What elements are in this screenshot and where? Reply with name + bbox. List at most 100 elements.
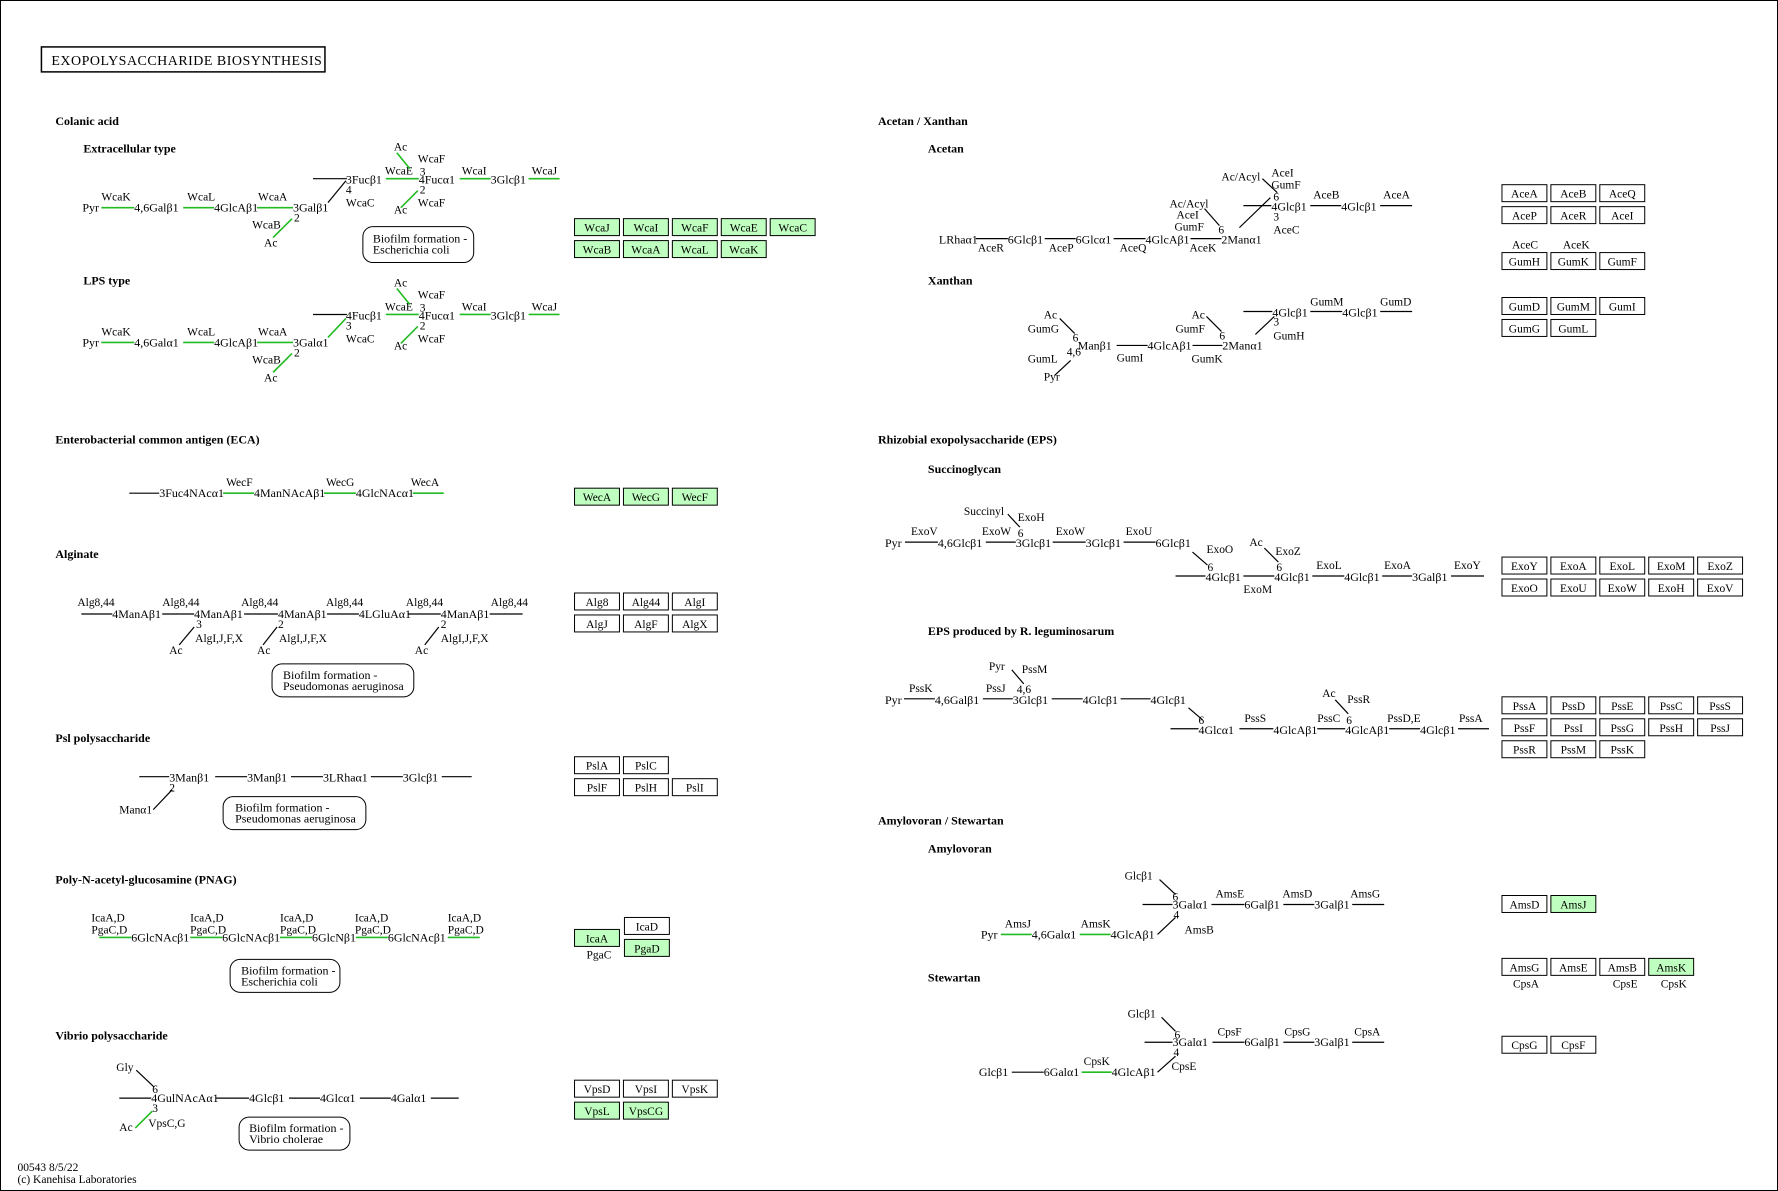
gene-box[interactable] [1599, 252, 1646, 271]
gene-box[interactable] [622, 1079, 669, 1098]
gene-box[interactable] [1550, 206, 1597, 225]
gene-box[interactable] [1501, 1035, 1548, 1054]
gene-amse[interactable]: AmsE [1550, 957, 1597, 976]
gene-box[interactable] [574, 1079, 620, 1098]
gene-box[interactable] [671, 1079, 718, 1098]
gene-pssf[interactable]: PssF [1501, 718, 1548, 737]
gene-box[interactable] [1550, 556, 1597, 575]
gene-psss[interactable]: PssS [1697, 696, 1744, 715]
gene-vpscg[interactable]: VpsCG [622, 1101, 669, 1120]
gene-box[interactable] [1501, 696, 1548, 715]
gene-box[interactable] [1599, 740, 1646, 759]
gene-box[interactable] [1550, 696, 1597, 715]
gene-box[interactable] [1501, 252, 1548, 271]
gene-acei[interactable]: AceI [1599, 206, 1646, 225]
gene-box[interactable] [1599, 297, 1646, 315]
gene-box[interactable] [622, 778, 669, 797]
gene-box[interactable] [574, 592, 620, 611]
gene-weca[interactable]: WecA [574, 487, 620, 506]
gene-box[interactable] [720, 218, 767, 237]
gene-vpsk[interactable]: VpsK [671, 1079, 718, 1098]
gene-acea[interactable]: AceA [1501, 184, 1548, 203]
gene-box[interactable] [1599, 206, 1646, 225]
gene-box[interactable] [1550, 297, 1597, 315]
gene-wcak[interactable]: WcaK [720, 240, 767, 259]
biofilm-link-pnag[interactable]: Biofilm formation - Escherichia coli [229, 958, 341, 993]
gene-cpsf[interactable]: CpsF [1550, 1035, 1597, 1054]
gene-algj[interactable]: AlgJ [574, 614, 620, 633]
gene-amsj[interactable]: AmsJ [1550, 894, 1597, 913]
gene-pssj[interactable]: PssJ [1697, 718, 1744, 737]
gene-exom[interactable]: ExoM [1648, 556, 1695, 575]
gene-amsg[interactable]: AmsG [1501, 957, 1548, 976]
gene-alg44[interactable]: Alg44 [622, 592, 669, 611]
gene-wecf[interactable]: WecF [671, 487, 718, 506]
gene-box[interactable] [622, 218, 669, 237]
biofilm-box[interactable] [222, 796, 367, 831]
gene-icaa[interactable]: IcaA [574, 928, 620, 947]
gene-wcai[interactable]: WcaI [622, 218, 669, 237]
gene-wcae[interactable]: WcaE [720, 218, 767, 237]
gene-exoh[interactable]: ExoH [1648, 578, 1695, 597]
gene-box[interactable] [1550, 1035, 1597, 1054]
gene-box[interactable] [671, 592, 718, 611]
gene-box[interactable] [1599, 718, 1646, 737]
gene-pssk[interactable]: PssK [1599, 740, 1646, 759]
gene-wcaj[interactable]: WcaJ [574, 218, 620, 237]
gene-box[interactable] [671, 614, 718, 633]
gene-gumh[interactable]: GumH [1501, 252, 1548, 271]
gene-box[interactable] [1599, 696, 1646, 715]
gene-amsb[interactable]: AmsB [1599, 957, 1646, 976]
gene-vpsi[interactable]: VpsI [622, 1079, 669, 1098]
biofilm-box[interactable] [271, 663, 415, 698]
gene-exou[interactable]: ExoU [1550, 578, 1597, 597]
gene-box[interactable] [1648, 957, 1695, 976]
biofilm-link-vib[interactable]: Biofilm formation - Vibrio cholerae [238, 1116, 351, 1151]
gene-box[interactable] [1550, 252, 1597, 271]
gene-exoo[interactable]: ExoO [1501, 578, 1548, 597]
gene-box[interactable] [1697, 696, 1744, 715]
gene-box[interactable] [1501, 556, 1548, 575]
gene-pssh[interactable]: PssH [1648, 718, 1695, 737]
gene-pslc[interactable]: PslC [622, 756, 669, 775]
gene-pssr[interactable]: PssR [1501, 740, 1548, 759]
biofilm-box[interactable] [362, 226, 475, 264]
gene-wcaa[interactable]: WcaA [622, 240, 669, 259]
gene-box[interactable] [1501, 297, 1548, 315]
gene-box[interactable] [622, 614, 669, 633]
gene-acep[interactable]: AceP [1501, 206, 1548, 225]
gene-box[interactable] [1501, 318, 1548, 337]
gene-exoy[interactable]: ExoY [1501, 556, 1548, 575]
gene-vpsl[interactable]: VpsL [574, 1101, 620, 1120]
gene-pslh[interactable]: PslH [622, 778, 669, 797]
gene-pssi[interactable]: PssI [1550, 718, 1597, 737]
gene-box[interactable] [769, 218, 816, 237]
gene-gumd[interactable]: GumD [1501, 297, 1548, 315]
gene-box[interactable] [574, 240, 620, 259]
gene-wcaf[interactable]: WcaF [671, 218, 718, 237]
gene-box[interactable] [1550, 957, 1597, 976]
gene-box[interactable] [1648, 578, 1695, 597]
gene-box[interactable] [1501, 957, 1548, 976]
gene-box[interactable] [1697, 718, 1744, 737]
gene-box[interactable] [1697, 556, 1744, 575]
gene-exov[interactable]: ExoV [1697, 578, 1744, 597]
gene-exoz[interactable]: ExoZ [1697, 556, 1744, 575]
gene-box[interactable] [574, 487, 620, 506]
gene-box[interactable] [1501, 740, 1548, 759]
gene-box[interactable] [1648, 556, 1695, 575]
gene-gumg[interactable]: GumG [1501, 318, 1548, 337]
gene-box[interactable] [574, 614, 620, 633]
gene-box[interactable] [671, 218, 718, 237]
gene-box[interactable] [1599, 556, 1646, 575]
gene-pssm[interactable]: PssM [1550, 740, 1597, 759]
gene-box[interactable] [574, 928, 620, 947]
gene-box[interactable] [1648, 696, 1695, 715]
gene-amsk[interactable]: AmsK [1648, 957, 1695, 976]
gene-exoa[interactable]: ExoA [1550, 556, 1597, 575]
biofilm-box[interactable] [229, 958, 341, 993]
gene-box[interactable] [1501, 184, 1548, 203]
gene-box[interactable] [1501, 894, 1548, 913]
gene-box[interactable] [1550, 894, 1597, 913]
gene-guml[interactable]: GumL [1550, 318, 1597, 337]
